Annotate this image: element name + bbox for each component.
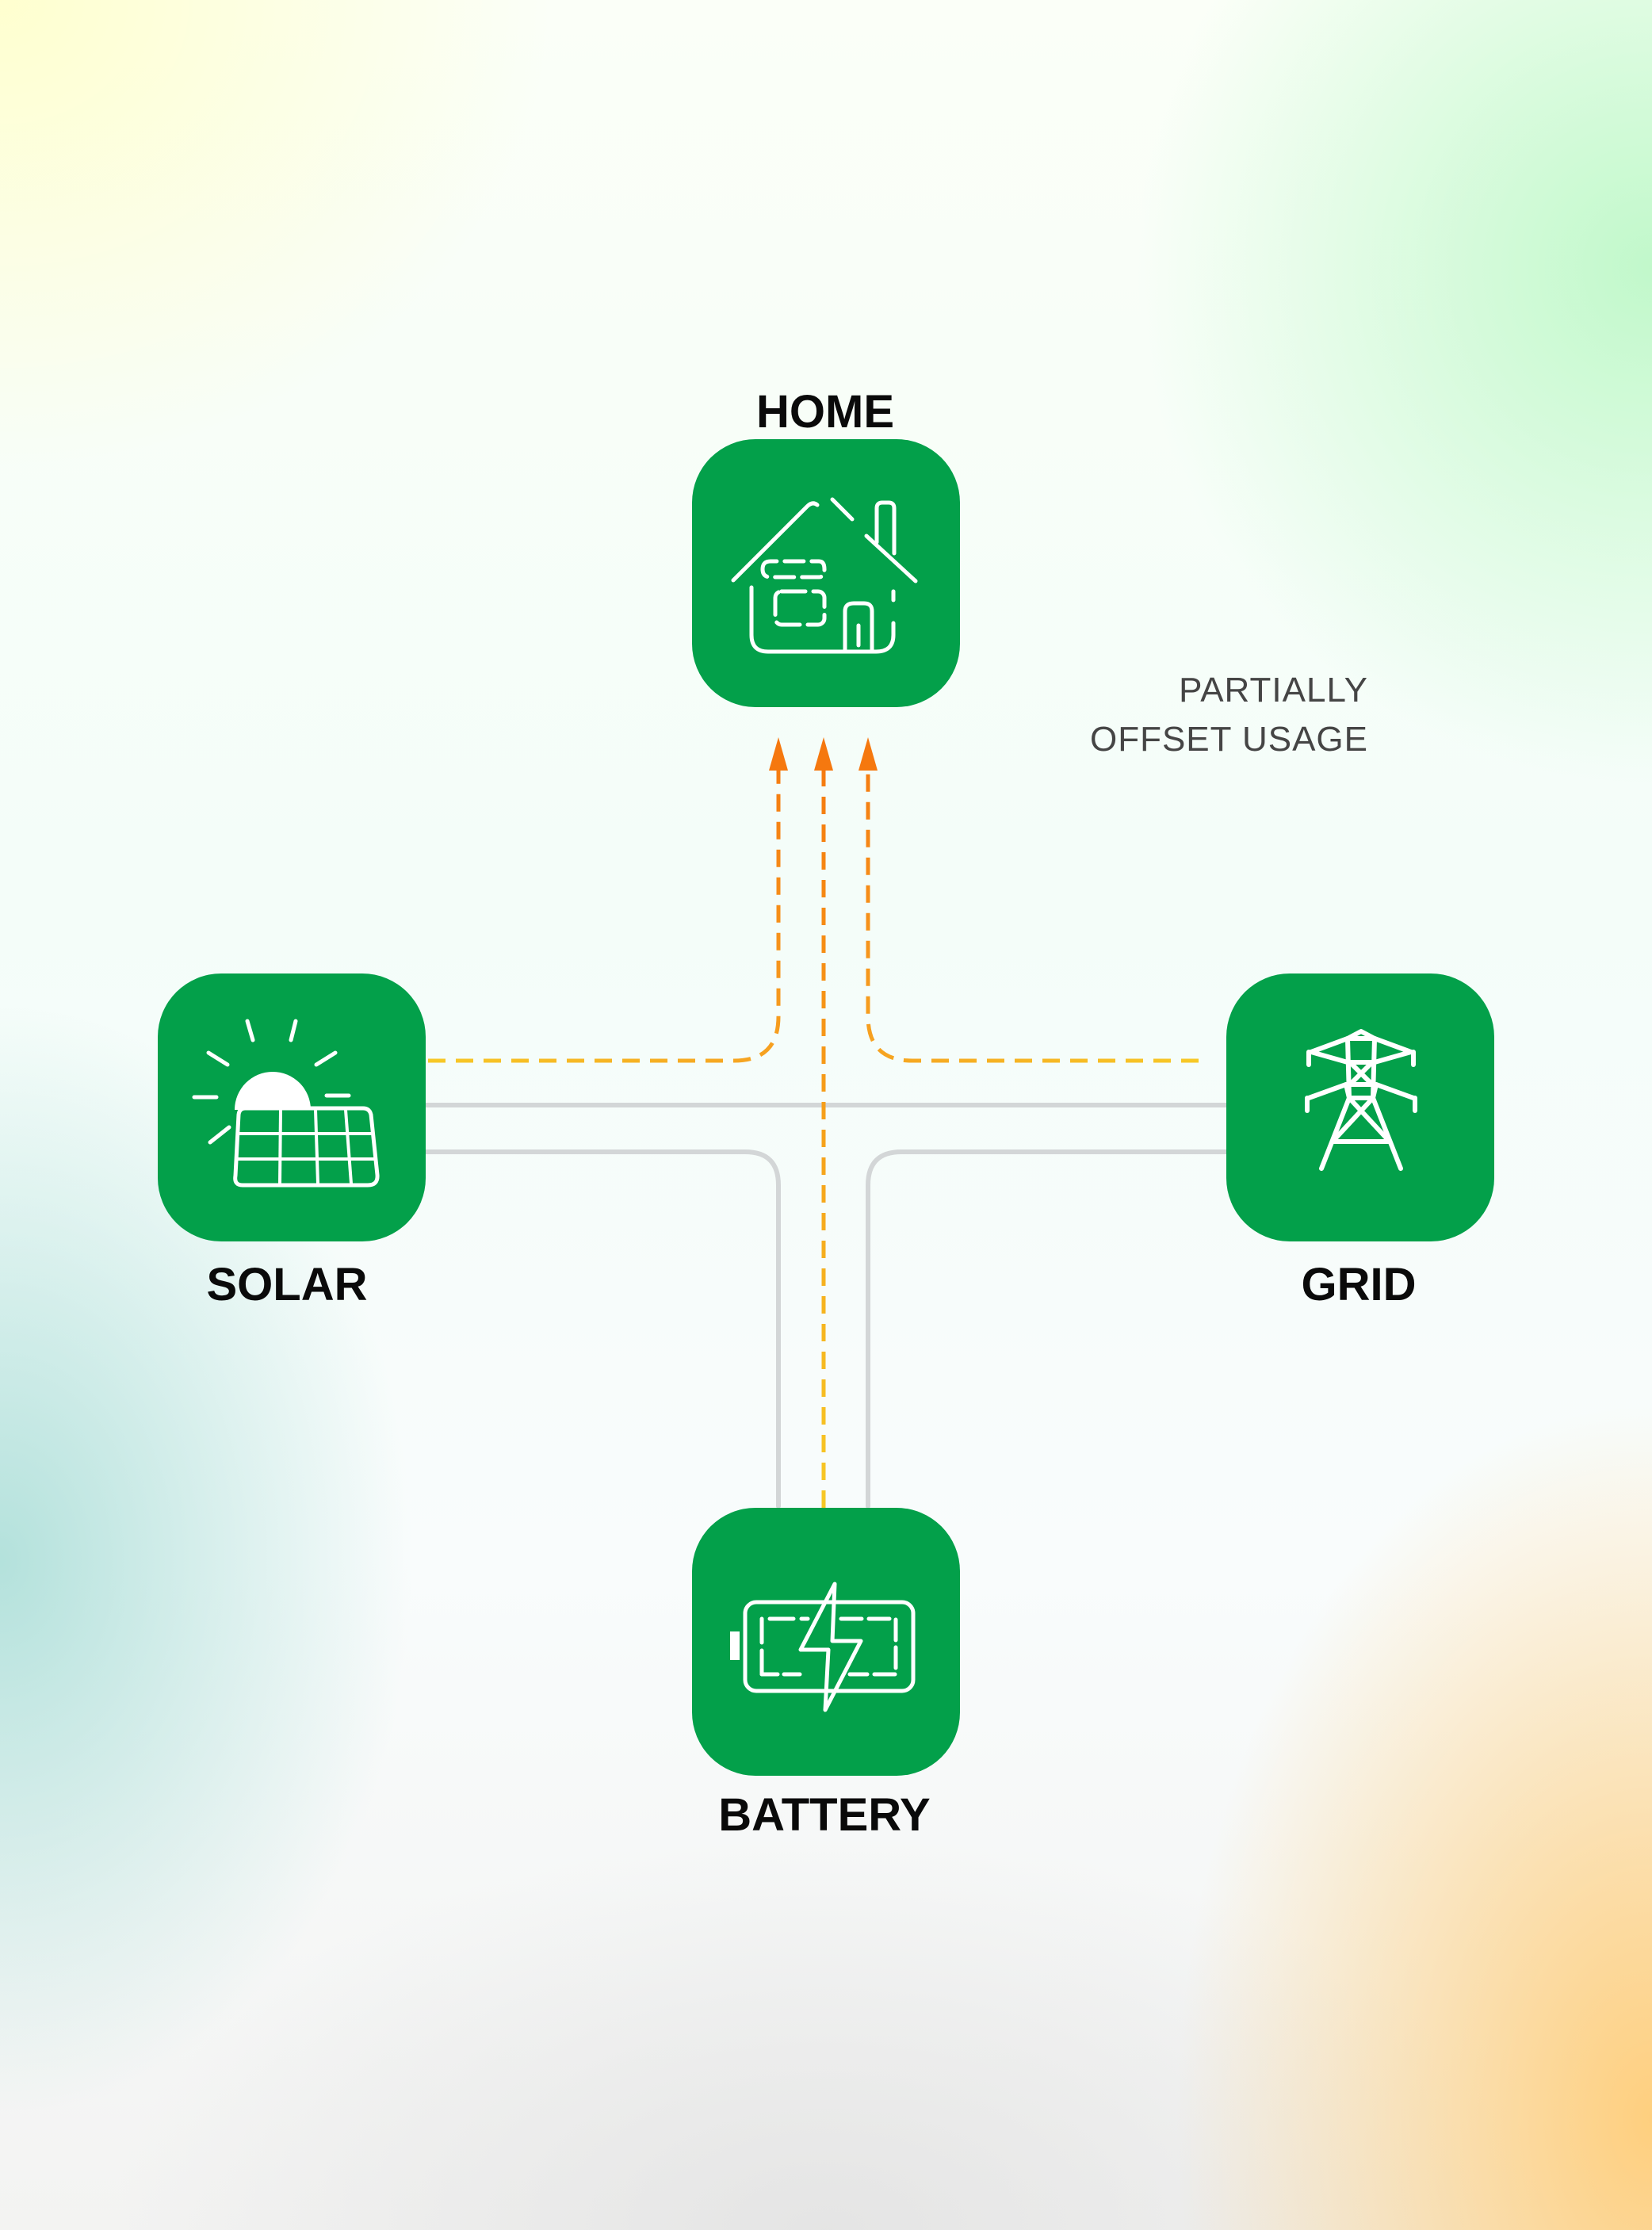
annotation-line-2: OFFSET USAGE — [1089, 720, 1368, 759]
conduit-left-branch — [423, 1149, 781, 1509]
conduit-right-branch — [866, 1149, 1229, 1509]
home-tile — [692, 439, 960, 707]
grid-label: GRID — [1301, 1259, 1417, 1310]
battery-tile — [692, 1508, 960, 1776]
sun-rays-icon — [192, 1019, 351, 1145]
solar-label: SOLAR — [206, 1259, 368, 1310]
sun-icon — [235, 1072, 311, 1110]
annotation-line-1: PARTIALLY — [1179, 671, 1368, 710]
battery-charging-icon — [730, 1582, 916, 1712]
home-label: HOME — [756, 386, 894, 438]
arrowhead-battery — [814, 737, 833, 771]
arrowhead-grid — [859, 737, 878, 771]
energy-flows — [428, 759, 1199, 1508]
flow-arrowheads — [769, 737, 878, 771]
flow-solar-to-home — [428, 759, 781, 1063]
conduit-paths — [423, 1103, 1229, 1509]
battery-node — [692, 1508, 960, 1776]
home-node — [692, 439, 960, 707]
battery-label: BATTERY — [718, 1789, 931, 1841]
flow-grid-to-home — [866, 759, 1199, 1063]
solar-node — [158, 973, 426, 1241]
arrowhead-solar — [769, 737, 788, 771]
grid-node — [1226, 973, 1494, 1241]
panel-body — [233, 1106, 380, 1188]
panel-grid — [237, 1109, 376, 1184]
house-icon — [731, 497, 918, 654]
solar-panel-icon — [192, 1019, 380, 1188]
flow-annotation: PARTIALLY OFFSET USAGE — [1090, 666, 1368, 764]
power-tower-icon — [1305, 1029, 1417, 1171]
